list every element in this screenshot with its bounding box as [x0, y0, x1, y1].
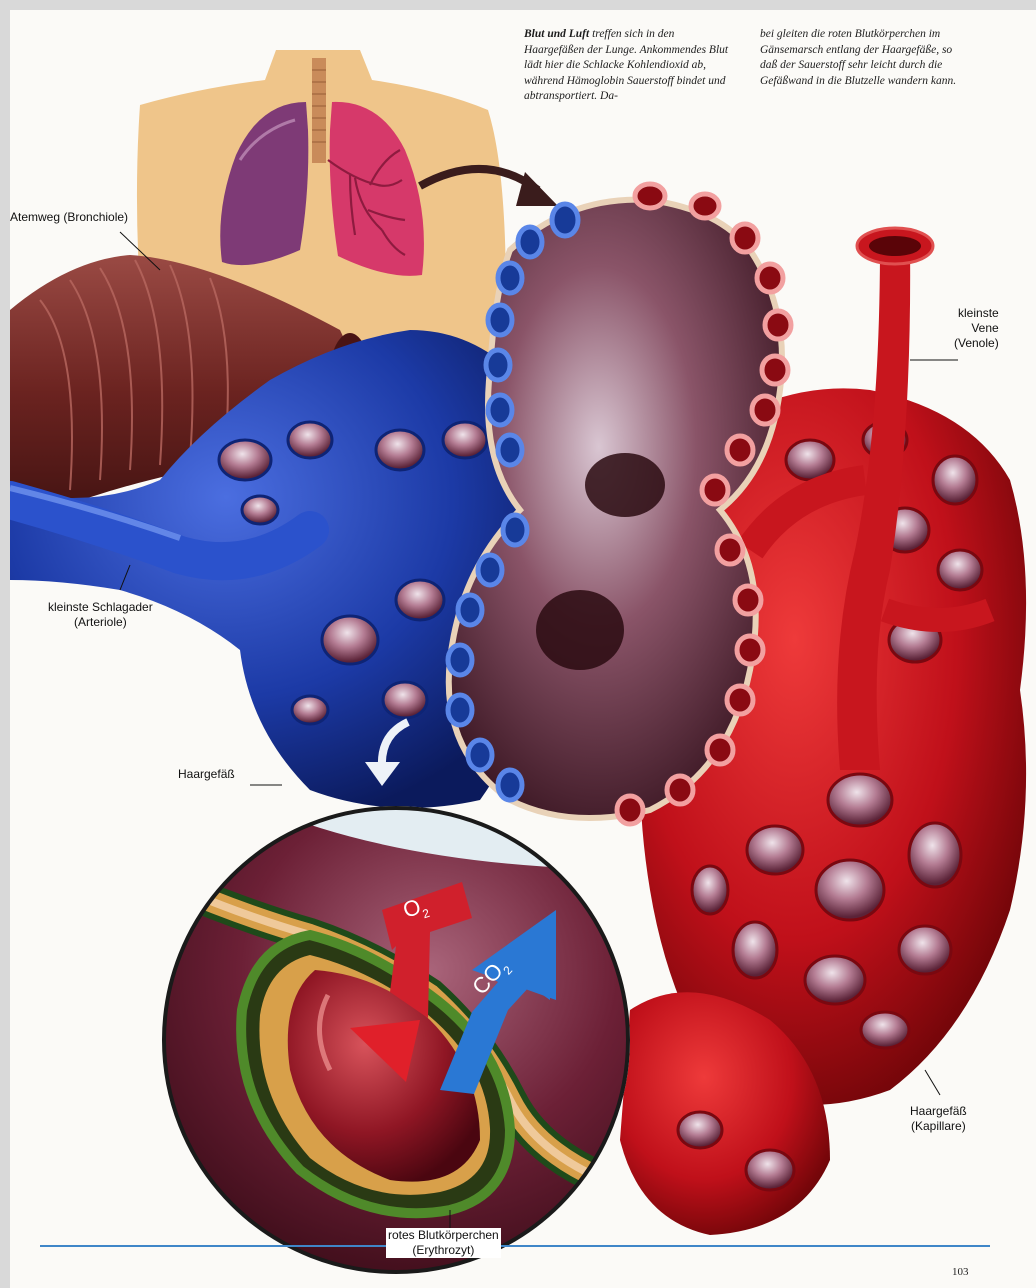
- label-capillary: Haargefäß: [178, 767, 235, 782]
- label-arteriole-line1: kleinste Schlagader: [48, 600, 153, 615]
- label-capillary-right-line2: (Kapillare): [910, 1119, 967, 1134]
- label-erythrocyte-line1: rotes Blutkörperchen: [388, 1228, 499, 1243]
- book-page: O2 CO2 Blut und Luft tre: [10, 10, 1036, 1288]
- label-capillary-right-line1: Haargefäß: [910, 1104, 967, 1119]
- magnified-capillary-inset: O2 CO2: [160, 806, 650, 1276]
- label-capillary-right: Haargefäß (Kapillare): [910, 1104, 967, 1134]
- label-venule: kleinste Vene (Venole): [954, 306, 999, 351]
- trachea: [312, 58, 326, 163]
- label-venule-line3: (Venole): [954, 336, 999, 351]
- label-arteriole-line2: (Arteriole): [48, 615, 153, 630]
- page-number: 103: [952, 1266, 969, 1278]
- caption-right: bei gleiten die roten Blutkörperchen im …: [760, 27, 970, 89]
- label-venule-line2: Vene: [954, 321, 999, 336]
- label-erythrocyte-line2: (Erythrozyt): [388, 1243, 499, 1258]
- label-erythrocyte: rotes Blutkörperchen (Erythrozyt): [386, 1228, 501, 1258]
- label-arteriole: kleinste Schlagader (Arteriole): [48, 600, 153, 630]
- lung-illustration: O2 CO2: [10, 10, 1036, 1288]
- caption-lead: Blut und Luft: [524, 28, 589, 40]
- caption-left: Blut und Luft treffen sich in den Haarge…: [524, 27, 734, 105]
- label-venule-line1: kleinste: [954, 306, 999, 321]
- label-bronchiole: Atemweg (Bronchiole): [10, 210, 128, 225]
